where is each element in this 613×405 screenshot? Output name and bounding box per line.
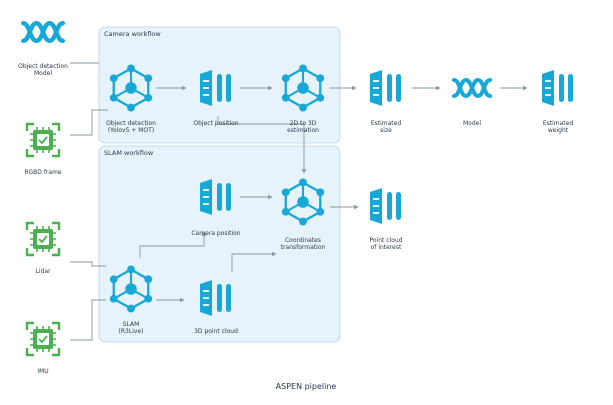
wave-icon xyxy=(452,78,492,98)
estimated-size-label-1: Estimated xyxy=(371,120,402,127)
model-label: Model xyxy=(463,120,481,127)
point-cloud-3d-label: 3D point cloud xyxy=(194,328,238,335)
edge-imu-to-slam xyxy=(70,299,106,341)
estimated-weight-label-2: weight xyxy=(548,127,569,134)
estimated-weight-node xyxy=(541,69,574,107)
edge-position-to-transform xyxy=(217,116,307,174)
coord-transform-label-1: Coordinates xyxy=(285,237,321,244)
slam-workflow-group xyxy=(98,145,341,343)
edge-pointcloud3d-to-transform xyxy=(231,251,277,272)
lidar-label: Lidar xyxy=(36,268,51,275)
point-cloud-interest-label-2: of interest xyxy=(371,244,402,251)
estimation-2d3d-label-2: estimation xyxy=(287,127,319,134)
chip-icon xyxy=(25,122,61,158)
rgbd-frame-label: RGBD frame xyxy=(24,169,62,176)
detection-model-node xyxy=(23,23,63,41)
imu-node xyxy=(25,321,61,357)
edge-slam-to-campos xyxy=(139,231,207,258)
chip-icon xyxy=(25,221,61,257)
detection-model-label-1: Object detection xyxy=(18,63,68,70)
slam-workflow-title: SLAM workflow xyxy=(104,149,154,157)
point-cloud-interest-label-1: Point cloud xyxy=(369,237,402,244)
object-detection-label-2: (Yolov5 + MOT) xyxy=(108,127,154,134)
stream-icon xyxy=(541,69,574,107)
stream-icon xyxy=(369,187,402,225)
imu-label: IMU xyxy=(37,368,48,375)
slam-label-2: (R3Live) xyxy=(119,328,144,335)
edge-lidar-to-slam xyxy=(70,261,106,267)
diagram-caption: ASPEN pipeline xyxy=(276,382,337,391)
camera-position-label: Camera position xyxy=(191,230,240,237)
object-position-label: Object position xyxy=(193,120,238,127)
slam-label-1: SLAM xyxy=(123,321,140,328)
point-cloud-interest-node xyxy=(369,187,402,225)
estimated-weight-label-1: Estimated xyxy=(543,120,574,127)
camera-workflow-title: Camera workflow xyxy=(104,30,161,38)
model-node xyxy=(452,78,492,98)
coord-transform-label-2: transformation xyxy=(281,244,326,251)
object-detection-label-1: Object detection xyxy=(106,120,156,127)
detection-model-label-2: Model xyxy=(34,70,52,77)
node-labels: Object detection Model RGBD frame Lidar … xyxy=(18,63,573,375)
estimated-size-node xyxy=(369,69,402,107)
edge-rgbd-to-detection xyxy=(70,109,108,136)
stream-icon xyxy=(369,69,402,107)
estimated-size-label-2: size xyxy=(380,127,392,134)
edges xyxy=(70,62,528,341)
chip-icon xyxy=(25,321,61,357)
lidar-node xyxy=(25,221,61,257)
estimation-2d3d-label-1: 2D to 3D xyxy=(290,120,317,127)
wave-icon xyxy=(23,23,63,41)
rgbd-frame-node xyxy=(25,122,61,158)
